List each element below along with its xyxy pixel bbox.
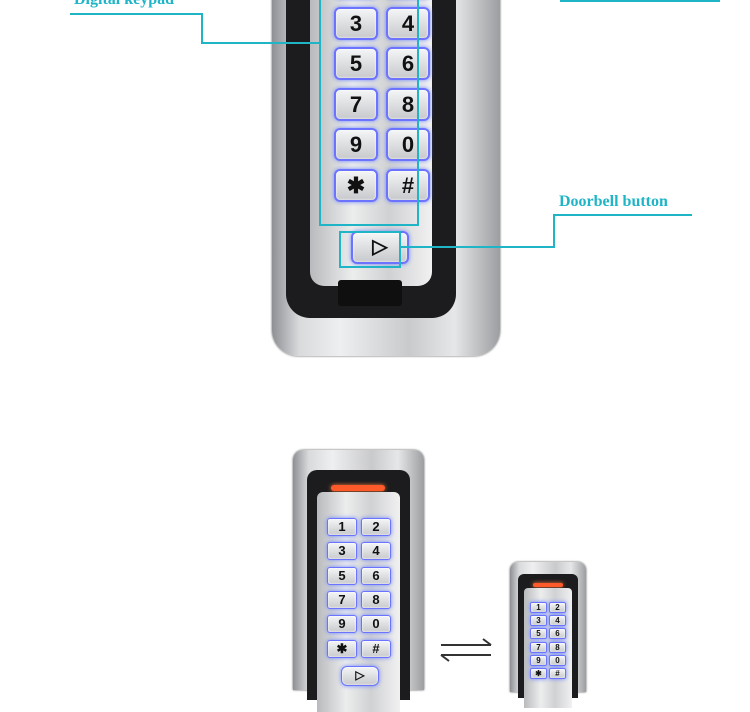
key-7[interactable]: 7 [530, 641, 547, 653]
key-8[interactable]: 8 [549, 641, 566, 653]
callout-keypad-line-h2 [201, 42, 321, 44]
callout-keypad-line-h1 [70, 13, 203, 15]
keypad-highlight-box [319, 0, 419, 226]
key-4[interactable]: 4 [361, 542, 391, 561]
callout-keypad-line-v [201, 13, 203, 43]
key-star[interactable]: ✱ [334, 168, 378, 202]
key-0[interactable]: 0 [549, 654, 566, 666]
key-5[interactable]: 5 [327, 566, 357, 585]
key-star[interactable]: ✱ [530, 668, 547, 679]
key-4[interactable]: 4 [386, 6, 430, 40]
key-6[interactable]: 6 [549, 628, 566, 640]
key-2[interactable]: 2 [549, 602, 566, 613]
key-hash[interactable]: # [361, 639, 391, 658]
key-7[interactable]: 7 [327, 590, 357, 609]
key-star[interactable]: ✱ [327, 639, 357, 658]
key-5[interactable]: 5 [334, 47, 378, 80]
callout-doorbell-line-h1 [555, 214, 692, 216]
key-1[interactable]: 1 [327, 518, 357, 536]
key-3[interactable]: 3 [334, 6, 378, 40]
key-7[interactable]: 7 [334, 87, 378, 121]
key-3[interactable]: 3 [327, 542, 357, 561]
doorbell-highlight-box [339, 231, 401, 268]
bidirectional-arrows-icon [440, 638, 492, 662]
key-hash[interactable]: # [549, 668, 566, 679]
key-4[interactable]: 4 [549, 615, 566, 627]
key-9[interactable]: 9 [334, 128, 378, 161]
key-6[interactable]: 6 [386, 47, 430, 80]
key-0[interactable]: 0 [361, 615, 391, 634]
key-8[interactable]: 8 [386, 87, 430, 121]
key-2[interactable]: 2 [361, 518, 391, 536]
callout-doorbell-line-h2 [401, 246, 555, 248]
key-hash[interactable]: # [386, 168, 430, 202]
bell-icon: ▷ [355, 668, 365, 682]
key-0[interactable]: 0 [386, 128, 430, 161]
callout-top-right-line [560, 0, 720, 2]
callout-doorbell-label: Doorbell button [559, 193, 668, 210]
key-9[interactable]: 9 [530, 654, 547, 666]
device-medium-led [331, 485, 385, 491]
bell-icon: ▷ [372, 236, 388, 258]
key-9[interactable]: 9 [327, 615, 357, 634]
key-1[interactable]: 1 [530, 602, 547, 613]
key-6[interactable]: 6 [361, 566, 391, 585]
callout-keypad-label: Digital keypad [74, 0, 174, 9]
doorbell-button-medium[interactable]: ▷ [341, 666, 379, 686]
device-small-led [533, 583, 563, 587]
card-reader-window [338, 280, 402, 306]
key-8[interactable]: 8 [361, 590, 391, 609]
key-3[interactable]: 3 [530, 615, 547, 627]
callout-doorbell-line-v [553, 214, 555, 248]
key-5[interactable]: 5 [530, 628, 547, 640]
